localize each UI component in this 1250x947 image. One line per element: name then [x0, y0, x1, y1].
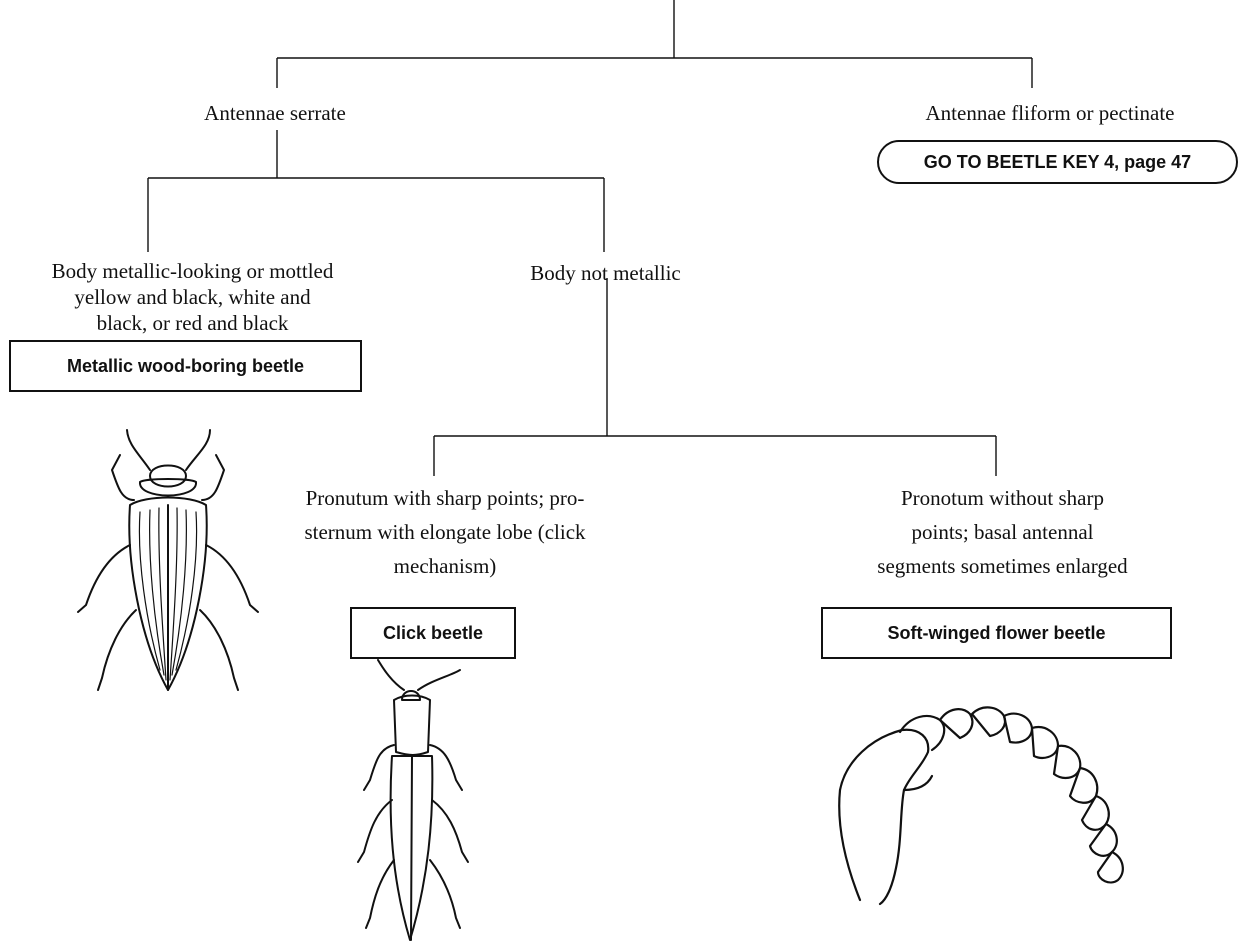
beetle-key-diagram: Antennae serrate Antennae fliform or pec… [0, 0, 1250, 947]
antenna-drawing [0, 0, 1250, 947]
